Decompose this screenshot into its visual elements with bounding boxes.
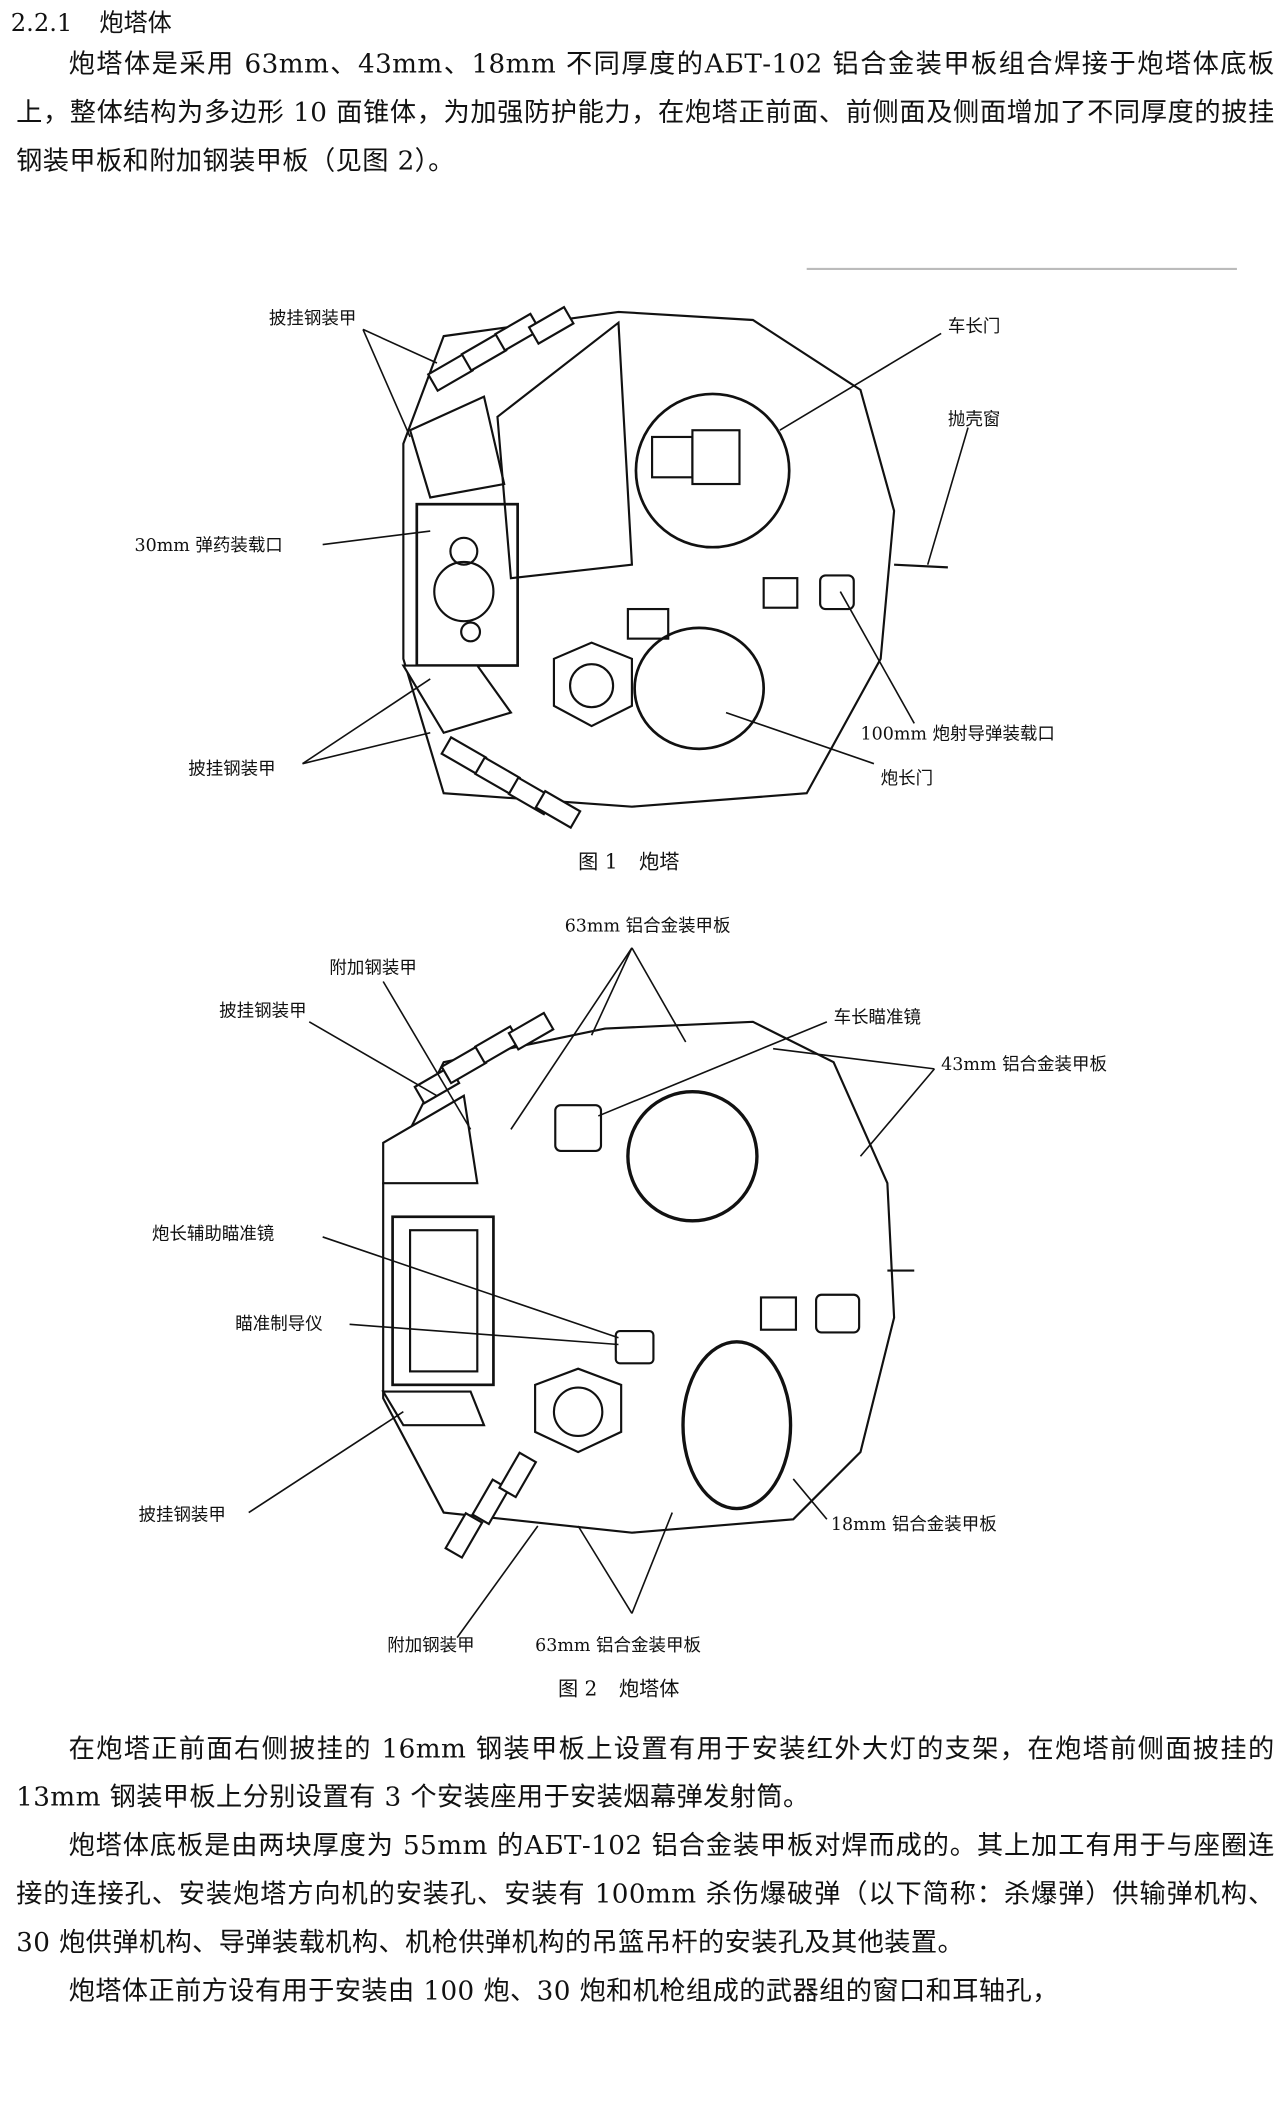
fig2-label-additional-steel-armor-top: 附加钢装甲 (329, 958, 417, 979)
fig1-label-hanging-steel-armor-bottom: 披挂钢装甲 (188, 759, 276, 780)
figure2-caption: 图 2 炮塔体 (558, 1674, 701, 1702)
section-title: 炮塔体 (99, 9, 172, 38)
fig1-label-ejection-port: 抛壳窗 (947, 410, 1001, 431)
paragraph: 炮塔体底板是由两块厚度为 55mm 的АБТ-102 铝合金装甲板对焊而成的。其… (16, 1829, 1275, 1958)
fig2-label-commander-sight: 车长瞄准镜 (833, 1008, 922, 1029)
figure1-caption: 图 1 炮塔 (578, 847, 701, 875)
caption-title: 炮塔 (639, 849, 680, 874)
body-paragraphs: 在炮塔正前面右侧披挂的 16mm 钢装甲板上设置有用于安装红外大灯的支架，在炮塔… (16, 1725, 1274, 2015)
caption-title: 炮塔体 (618, 1676, 680, 1701)
fig2-label-sight-guidance-unit: 瞄准制导仪 (235, 1314, 323, 1336)
fig1-label-commander-hatch: 车长门 (947, 317, 1001, 338)
section-number: 2.2.1 (10, 9, 73, 38)
intro-text: 炮塔体是采用 63mm、43mm、18mm 不同厚度的АБТ-102 铝合金装甲… (16, 48, 1275, 177)
section-heading: 2.2.1 炮塔体 (11, 4, 199, 39)
paragraph: 炮塔体正前方设有用于安装由 100 炮、30 炮和机枪组成的武器组的窗口和耳轴孔… (68, 1975, 1059, 2006)
fig2-label-63mm-plate-bottom: 63mm 铝合金装甲板 (535, 1636, 701, 1657)
fig2-label-43mm-plate: 43mm 铝合金装甲板 (941, 1055, 1107, 1076)
figure1-turret-drawing (302, 267, 1237, 830)
fig1-label-missile-loading-port: 100mm 炮射导弹装载口 (860, 724, 1055, 745)
paragraph: 在炮塔正前面右侧披挂的 16mm 钢装甲板上设置有用于安装红外大灯的支架，在炮塔… (16, 1733, 1275, 1813)
caption-number: 图 2 (557, 1676, 598, 1701)
fig2-label-gunner-aux-sight: 炮长辅助瞄准镜 (151, 1224, 275, 1246)
caption-number: 图 1 (578, 849, 618, 874)
fig1-label-30mm-ammo-port: 30mm 弹药装载口 (134, 536, 283, 557)
intro-paragraph: 炮塔体是采用 63mm、43mm、18mm 不同厚度的АБТ-102 铝合金装甲… (16, 40, 1274, 185)
fig1-label-hanging-steel-armor-top: 披挂钢装甲 (268, 309, 357, 330)
fig2-label-18mm-plate: 18mm 铝合金装甲板 (830, 1515, 997, 1536)
figure2-turret-drawing (248, 947, 936, 1639)
fig2-label-63mm-plate-top: 63mm 铝合金装甲板 (564, 916, 731, 938)
fig1-label-gunner-hatch: 炮长门 (880, 769, 934, 790)
fig2-label-hanging-steel-armor-bottom: 披挂钢装甲 (138, 1505, 226, 1527)
fig2-label-hanging-steel-armor-top: 披挂钢装甲 (219, 1001, 307, 1022)
fig2-label-additional-steel-armor-bottom: 附加钢装甲 (387, 1636, 475, 1657)
